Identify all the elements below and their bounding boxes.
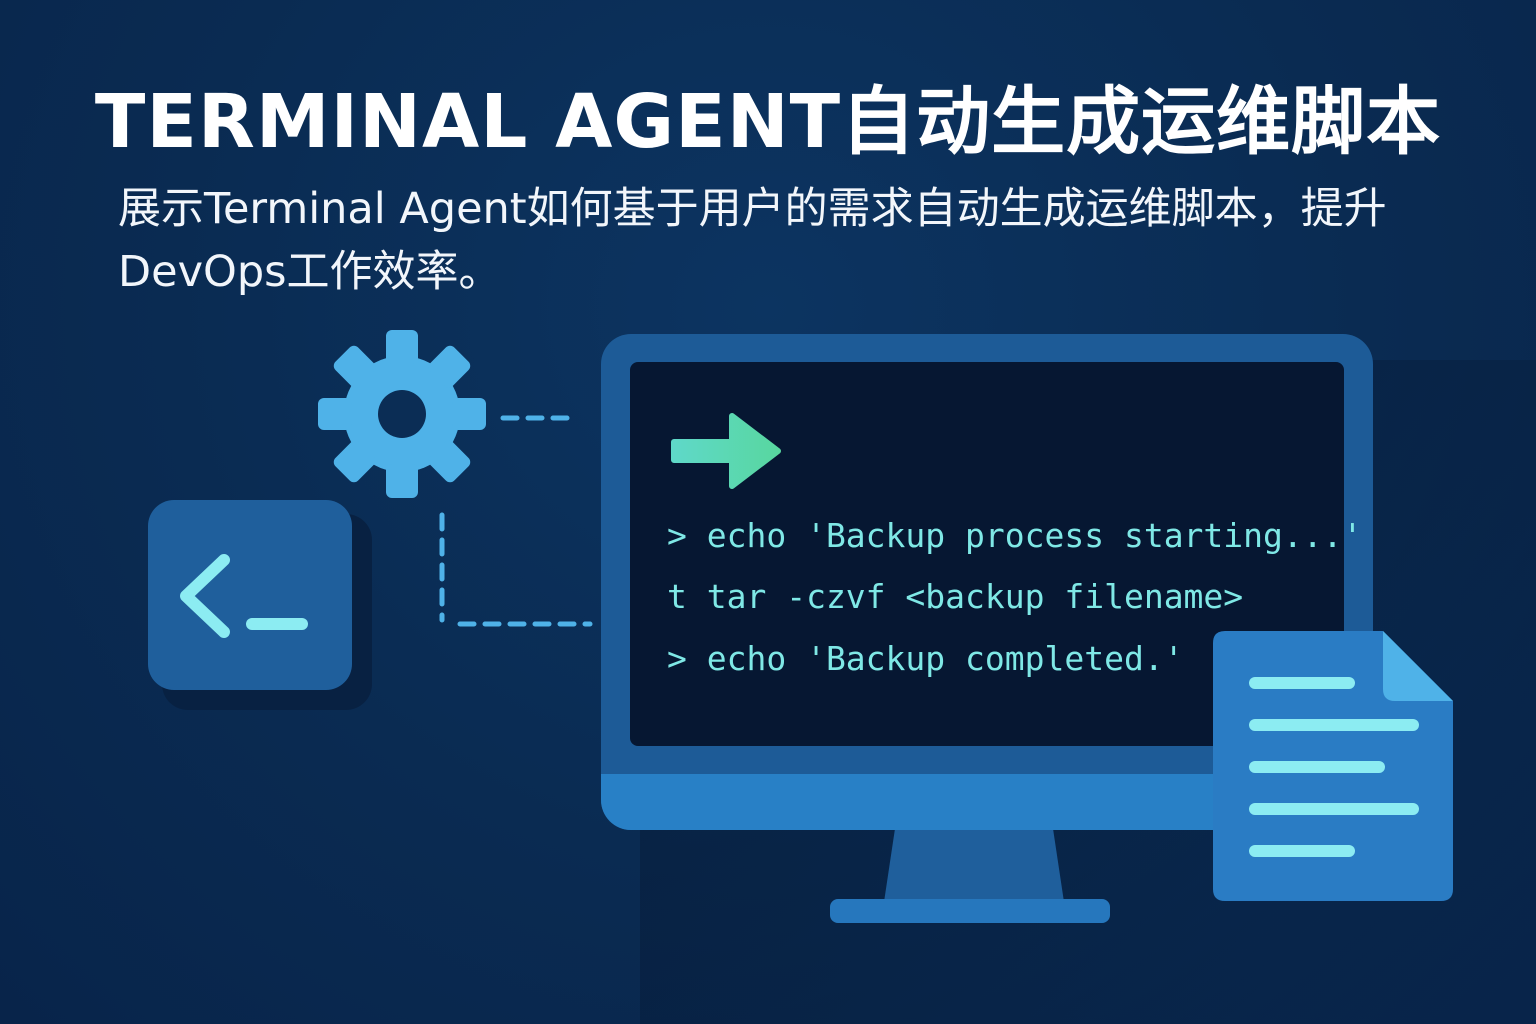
arrow-right-icon bbox=[671, 413, 781, 489]
terminal-line: > echo 'Backup process starting...' bbox=[667, 516, 1363, 555]
terminal-line: > echo 'Backup completed.' bbox=[667, 639, 1184, 678]
document-icon bbox=[1213, 631, 1453, 901]
page-title: TERMINAL AGENT自动生成运维脚本 bbox=[94, 79, 1442, 165]
monitor-neck bbox=[884, 830, 1064, 902]
terminal-prompt-icon bbox=[180, 554, 308, 638]
page-subtitle: 展示Terminal Agent如何基于用户的需求自动生成运维脚本，提升DevO… bbox=[118, 184, 1387, 297]
terminal-tile bbox=[148, 500, 352, 690]
monitor-base bbox=[830, 899, 1110, 923]
terminal-line: t tar -czvf <backup filename> bbox=[667, 577, 1244, 616]
gear-icon bbox=[318, 330, 486, 498]
